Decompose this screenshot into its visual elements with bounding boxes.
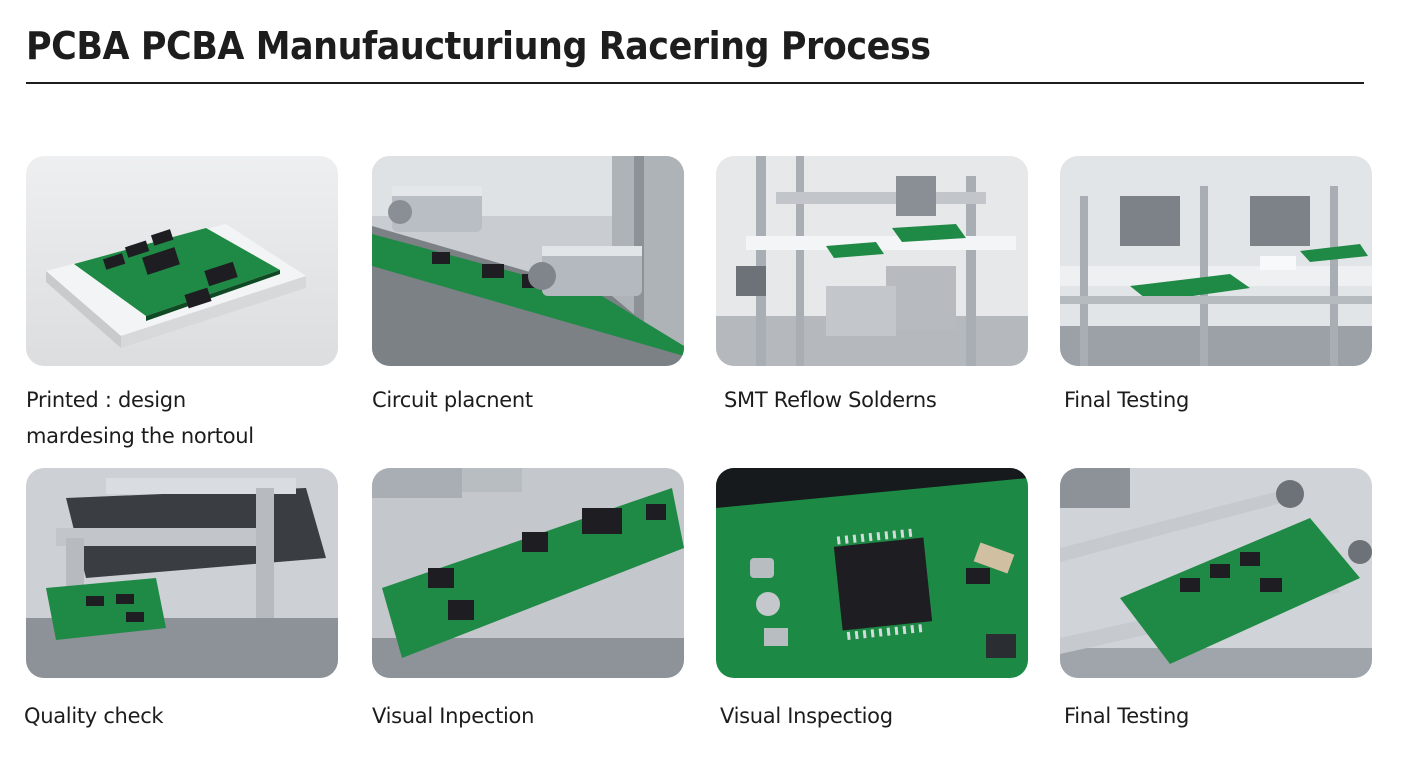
- step-image-chip-closeup: [716, 468, 1028, 678]
- step-caption: Visual Inpection: [372, 704, 535, 728]
- step-image-board-fixture: [1060, 468, 1372, 678]
- step-image-circuit-placement: [372, 156, 684, 366]
- step-caption: Final Testing: [1064, 704, 1190, 728]
- step-caption: Quality check: [24, 704, 164, 728]
- step-image-quality-check: [26, 468, 338, 678]
- quality-check-machine-photo: [26, 468, 338, 678]
- board-fixture-photo: [1060, 468, 1372, 678]
- placement-machine-photo: [372, 156, 684, 366]
- step-image-smt-reflow: [716, 156, 1028, 366]
- chip-closeup-photo: [716, 468, 1028, 678]
- inspection-board-photo: [372, 468, 684, 678]
- testing-line-photo: [1060, 156, 1372, 366]
- step-caption: Printed : design: [26, 388, 186, 412]
- page-title: PCBA PCBA Manufaucturiung Racering Proce…: [26, 24, 931, 68]
- step-caption: Circuit placnent: [372, 388, 533, 412]
- step-caption: Visual Inspectiog: [720, 704, 893, 728]
- step-caption: SMT Reflow Solderns: [724, 388, 937, 412]
- step-image-final-testing: [1060, 156, 1372, 366]
- reflow-station-photo: [716, 156, 1028, 366]
- step-caption-subline: mardesing the nortoul: [26, 424, 254, 448]
- pcb-board-photo: [26, 156, 338, 366]
- step-caption: Final Testing: [1064, 388, 1190, 412]
- step-image-visual-inspection: [372, 468, 684, 678]
- title-divider: [26, 82, 1364, 84]
- step-image-pcb-base: [26, 156, 338, 366]
